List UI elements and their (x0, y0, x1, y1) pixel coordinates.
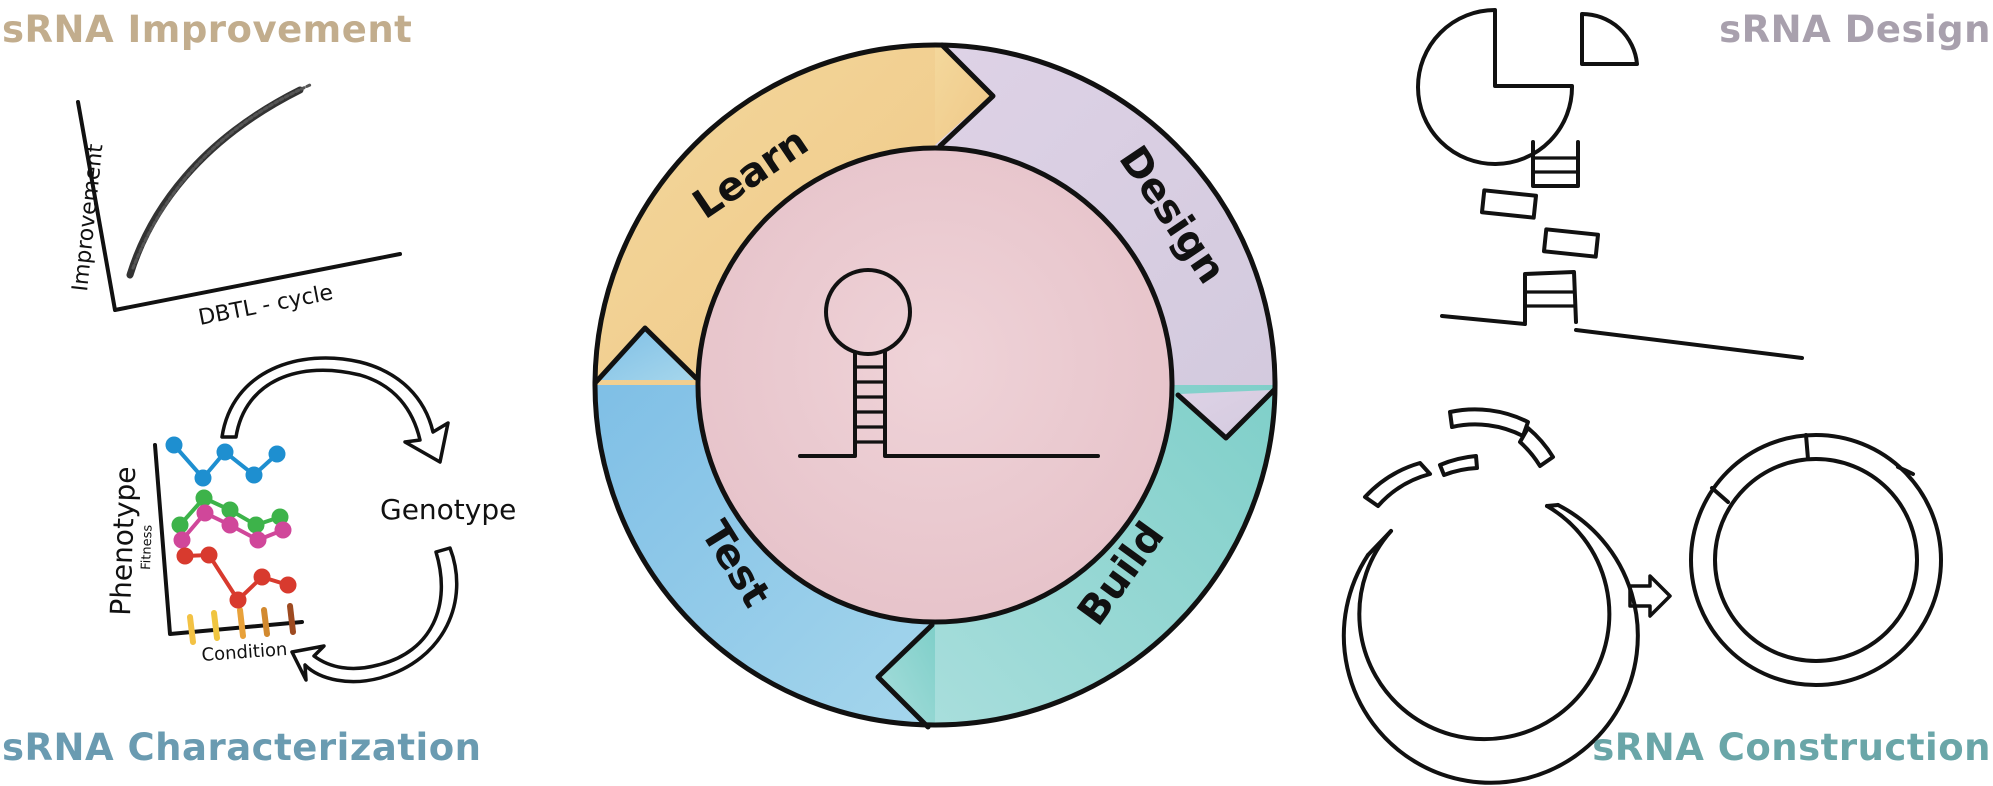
phenotype-label: Phenotype (104, 466, 142, 616)
condition-label: Condition (201, 639, 288, 666)
srna-hairpin-icon (798, 268, 1100, 458)
design-sketch (1416, 8, 1804, 360)
improvement-ylabel: Improvement (68, 142, 108, 292)
curved-arrow-bottom-icon (290, 546, 459, 684)
center-disk (695, 145, 1175, 625)
title-srna-construction: sRNA Construction (1592, 726, 1991, 769)
characterization-plot: Phenotype Fitness Condition Genotype (104, 356, 516, 684)
genotype-label: Genotype (380, 493, 516, 526)
series-red (176, 546, 297, 609)
improvement-plot: Improvement DBTL - cycle (68, 83, 402, 331)
fitness-label: Fitness (139, 524, 156, 570)
series-pink (173, 504, 292, 549)
title-srna-improvement: sRNA Improvement (2, 8, 413, 51)
construction-sketch (1341, 407, 1943, 785)
series-green (171, 489, 289, 534)
title-srna-characterization: sRNA Characterization (2, 726, 482, 769)
title-srna-design: sRNA Design (1719, 8, 1991, 51)
series-blue (165, 436, 286, 487)
curved-arrow-top-icon (220, 356, 450, 464)
right-arrow-icon (1628, 574, 1672, 618)
